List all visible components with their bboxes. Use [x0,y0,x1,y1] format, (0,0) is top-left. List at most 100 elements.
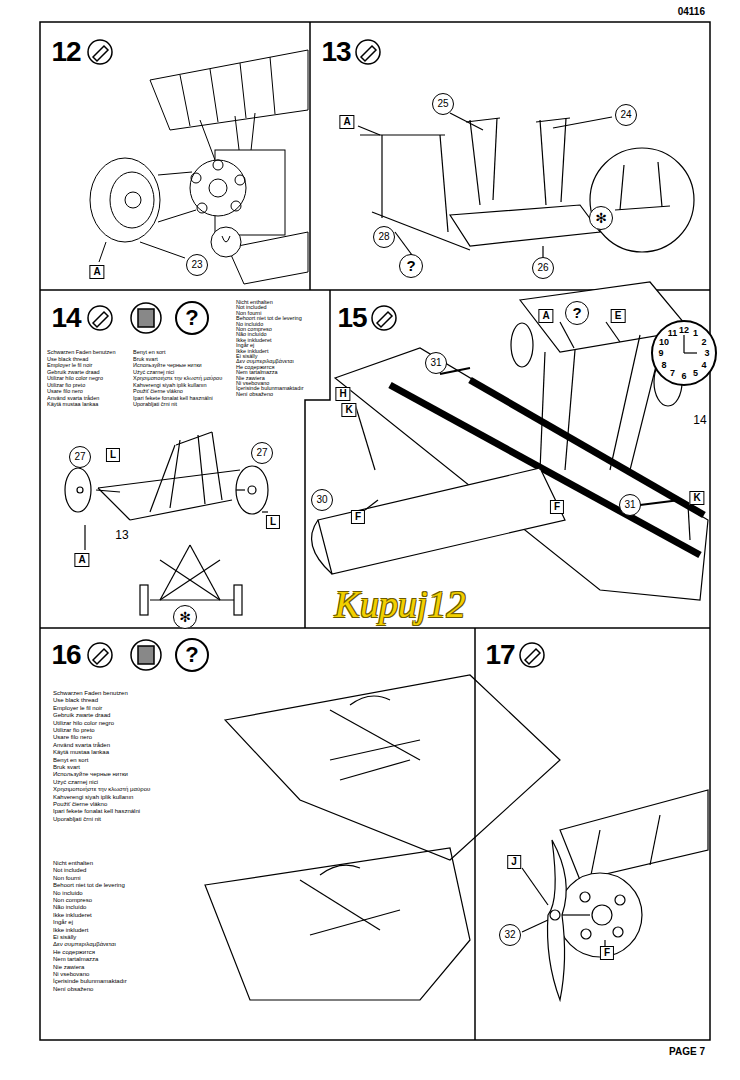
note-text: Use black thread [53,697,98,703]
note-text: Χρησιμοποιήστε την κλωστή μαύρου [53,786,150,792]
note-text: Uporabljati črni nit [133,402,177,408]
note-text: Δεν συμπεριλαμβάνεται [53,941,116,947]
part-number: 13 [114,529,129,541]
step13-drawing [381,135,382,218]
thread-icon [131,640,161,670]
glue-icon [88,306,112,330]
note-text: Není obsaženo [53,986,93,992]
step17-drawing [580,892,590,902]
step14-drawing [65,468,91,512]
note-text: Use black thread [47,357,88,363]
step12-drawing [213,160,223,170]
step-number: 16 [51,641,80,669]
note-text: Nicht enthalten [53,860,93,866]
part-number: 31 [619,494,641,516]
step13-drawing [440,135,448,232]
step16-drawing [310,910,400,935]
note-text: Utilizar hilo color negro [47,376,103,382]
part-number: 28 [373,226,395,248]
step-number: 12 [51,38,80,66]
note-text: Ni vsebovano [53,971,89,977]
part-number: 27 [69,446,91,468]
step17-drawing [592,905,612,925]
step14-drawing [130,500,232,520]
step13-drawing [590,148,694,252]
note-text: Usare filo nero [47,389,83,395]
step-number: 17 [485,641,514,669]
decal-letter: A [74,553,89,567]
step12-drawing [190,160,246,216]
panel-frame [474,628,476,1040]
part-number: 26 [532,257,554,279]
step16-drawing [330,740,420,760]
step14-drawing [96,490,120,492]
step13-drawing [493,118,497,200]
step12-drawing [90,158,160,242]
step13-drawing [470,120,480,205]
query-symbol: ? [175,301,209,335]
step17-drawing [548,840,567,1000]
document-code: 04116 [678,7,705,17]
decal-letter: F [351,510,365,524]
step14-drawing [236,489,245,490]
step15-drawing [560,322,574,348]
step13-drawing [450,113,483,130]
step12-drawing [222,236,230,242]
step15-drawing [606,322,620,342]
note-text: Ingår ej [53,919,73,925]
glue-icon [525,649,540,664]
step12-drawing [99,242,106,262]
step12-drawing [200,120,215,160]
decal-letter: K [341,403,356,417]
step15-drawing [312,520,332,574]
note-text: Используйте черные нитки [133,363,202,369]
part-number: 31 [425,352,447,374]
step15-drawing [511,323,533,367]
clock-numeral: 11 [668,329,678,338]
note-text: Ikke inkludert [53,927,88,933]
step13-drawing [561,118,566,202]
thread-icon [131,303,161,333]
note-text: Använd svarta tråden [47,396,99,402]
step14-drawing [98,488,130,520]
decal-letter: L [266,515,280,529]
step14-drawing [248,486,256,494]
clock-numeral: 8 [662,360,667,369]
step14-drawing [160,560,220,600]
clock-numeral: 6 [681,372,686,381]
step12-drawing [158,172,192,175]
note-text: Gebruik zwarte draad [47,370,100,376]
step16-drawing [205,675,560,1000]
query-symbol: ? [175,638,209,672]
step14-drawing [234,585,242,615]
detail-mark: ✻ [173,605,197,629]
step15-drawing [355,404,375,470]
note-text: Kahverengi siyah iplik kullanın [133,383,207,389]
glue-icon [377,312,392,327]
step16-drawing [300,880,380,930]
panel-frame [40,22,710,1040]
clock-numeral: 3 [704,349,709,358]
step13-drawing [360,134,445,135]
step13-drawing [540,120,546,205]
step-number: 13 [321,38,350,66]
step12-drawing [191,173,201,183]
note-text: Benyt en sort [53,757,88,763]
note-text: Utilizar fio preto [53,727,95,733]
step15-drawing [683,335,684,353]
decal-letter: A [538,309,553,323]
step17-drawing [522,920,548,932]
note-text: Ipari fekete fonalat kell használni [53,808,140,814]
note-text: Non compreso [53,897,92,903]
note-text: Ipari fekete fonalat kell használni [133,396,213,402]
step17-drawing [581,929,591,939]
clock-numeral: 1 [693,329,698,338]
note-text: Použiť čierne vlákno [133,389,183,395]
part-number: 30 [311,489,333,511]
note-text: İçerisinde bulunmamaktadır [53,978,127,984]
step15-drawing [640,500,680,505]
note-text: Użyć czarnej nici [133,370,174,376]
clock-numeral: 2 [701,337,706,346]
decal-letter: A [89,265,104,279]
